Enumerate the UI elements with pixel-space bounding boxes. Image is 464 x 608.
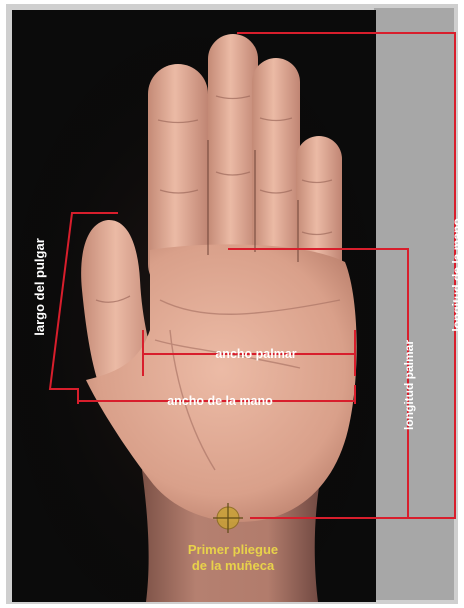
hand-length-label: longitud de la mano: [450, 218, 464, 331]
wrist-crease-label-line1: Primer pliegue: [188, 542, 278, 557]
hand-width-label: ancho de la mano: [167, 394, 273, 408]
palm-length-label: longitud palmar: [402, 340, 416, 430]
side-panel: [374, 8, 454, 600]
palm-width-label: ancho palmar: [215, 347, 296, 361]
wrist-crease-label-line2: de la muñeca: [192, 558, 275, 573]
thumb-length-label: largo del pulgar: [32, 238, 47, 336]
